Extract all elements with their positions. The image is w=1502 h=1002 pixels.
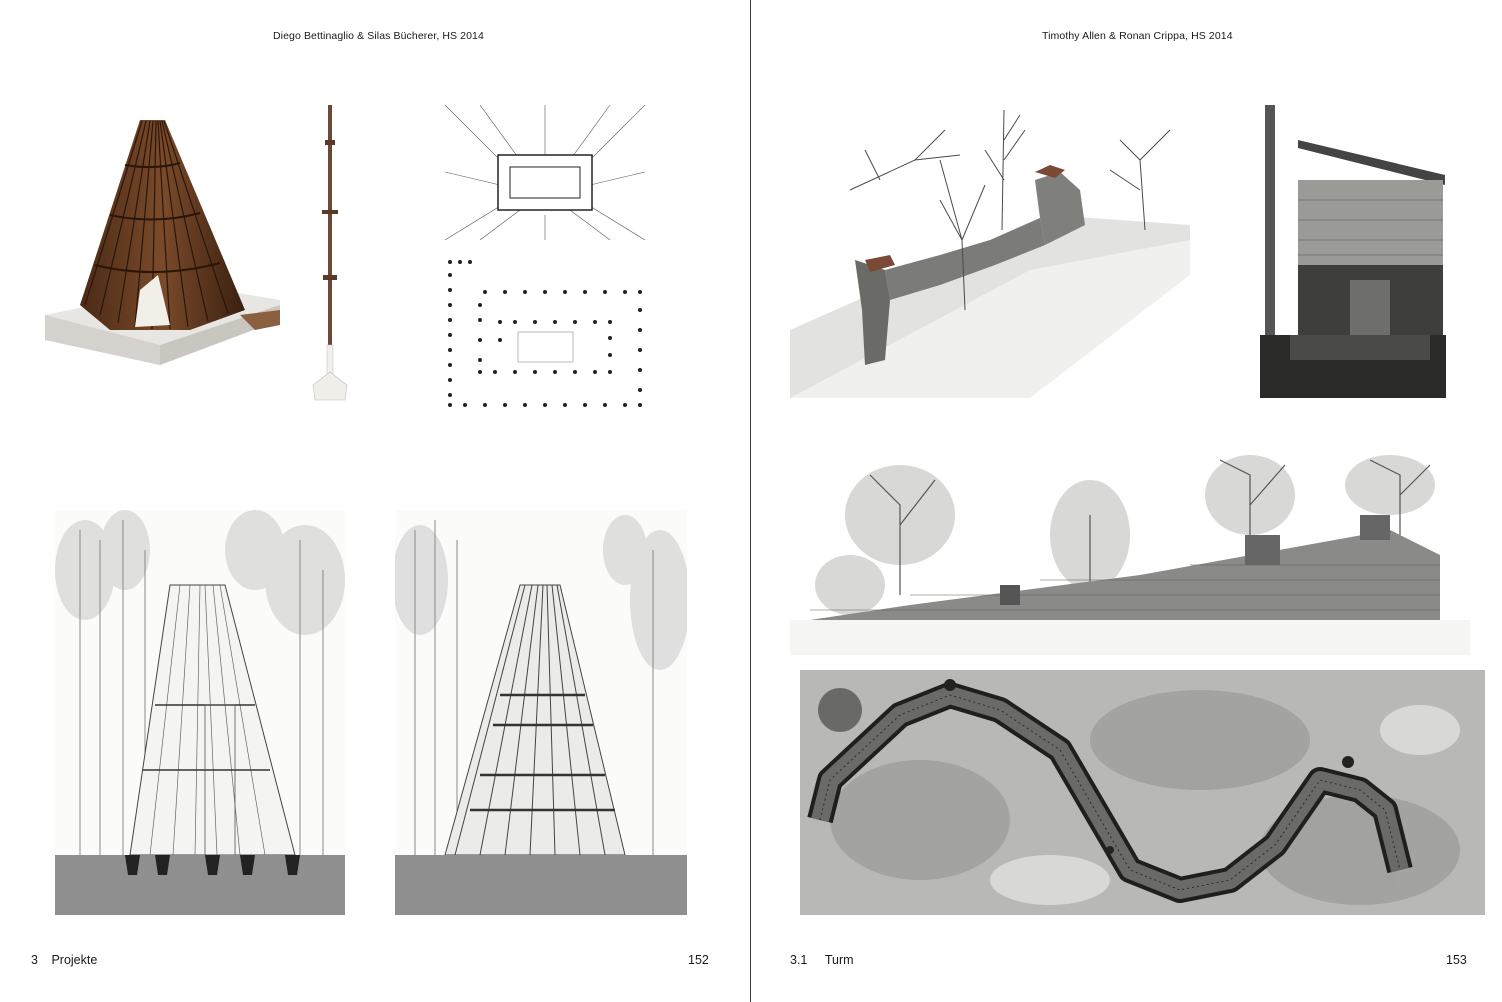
right-page-header: Timothy Allen & Ronan Crippa, HS 2014 bbox=[1042, 30, 1233, 42]
tower-section-drawing bbox=[55, 510, 345, 915]
tower-section-detail bbox=[1250, 100, 1446, 398]
left-footer: 3 Projekte bbox=[31, 953, 97, 967]
plan-drawings bbox=[440, 100, 650, 410]
right-page: Timothy Allen & Ronan Crippa, HS 2014 bbox=[752, 0, 1502, 1002]
footer-section-title: Projekte bbox=[51, 953, 98, 967]
tower-model-photo bbox=[40, 115, 285, 370]
footer-section-number: 3.1 bbox=[790, 953, 808, 967]
column-model-photo bbox=[305, 100, 355, 410]
site-plan-drawing bbox=[800, 670, 1485, 915]
footer-section-number: 3 bbox=[31, 953, 38, 967]
book-spine bbox=[750, 0, 751, 1002]
footer-section-title: Turm bbox=[824, 953, 854, 967]
left-page-header: Diego Bettinaglio & Silas Bücherer, HS 2… bbox=[273, 30, 484, 42]
left-page: Diego Bettinaglio & Silas Bücherer, HS 2… bbox=[0, 0, 750, 1002]
wall-elevation-drawing bbox=[790, 455, 1470, 655]
left-page-number: 152 bbox=[688, 953, 709, 967]
tower-elevation-drawing bbox=[395, 510, 687, 915]
right-page-number: 153 bbox=[1446, 953, 1467, 967]
right-footer: 3.1 Turm bbox=[790, 953, 854, 967]
wall-model-photo bbox=[790, 100, 1190, 398]
